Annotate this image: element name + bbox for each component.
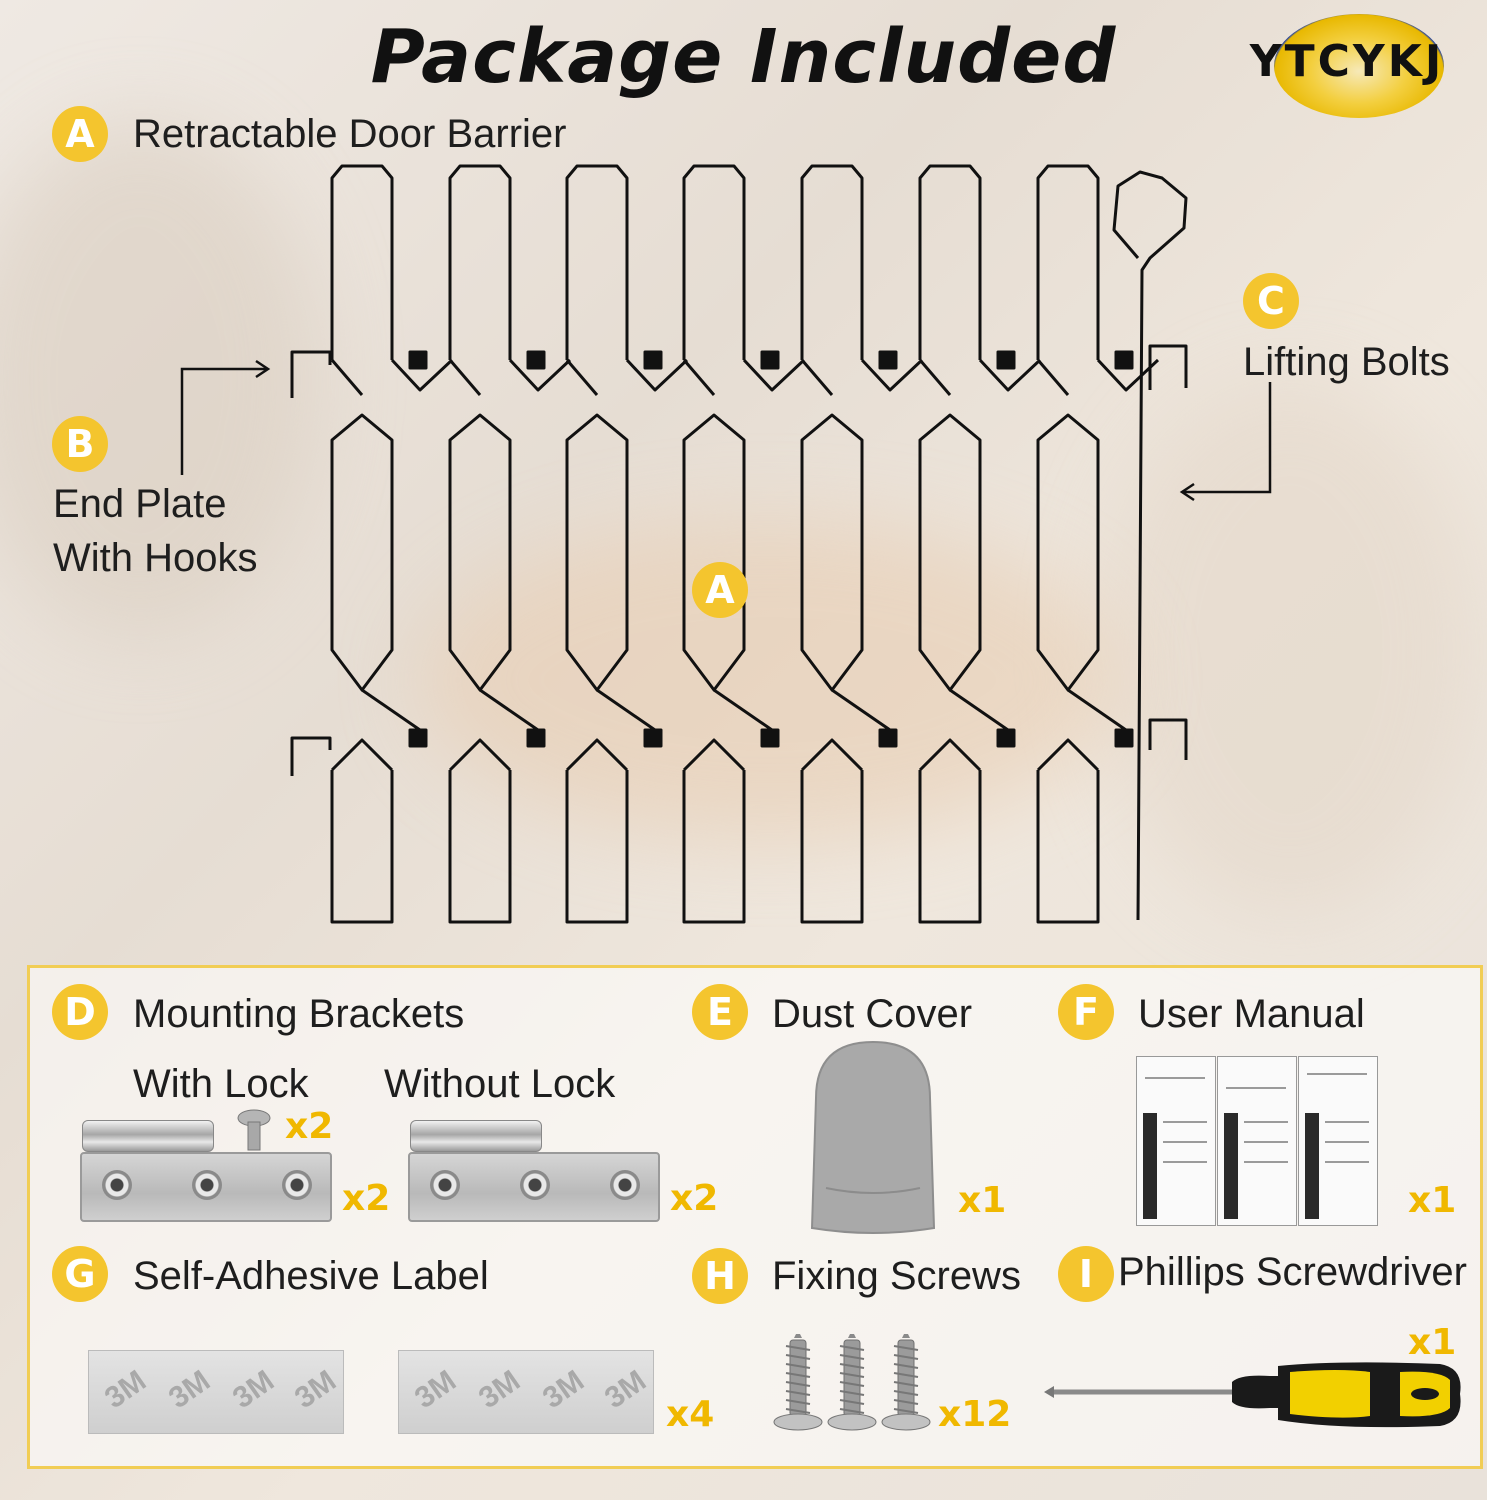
- badge-a-on-barrier: A: [692, 562, 748, 618]
- item-g-label: Self-Adhesive Label: [133, 1254, 489, 1298]
- badge-f: F: [1058, 984, 1114, 1040]
- lock-knob-icon: [237, 1109, 271, 1151]
- without-lock-qty: x2: [670, 1178, 719, 1219]
- item-c-label: Lifting Bolts: [1243, 340, 1450, 384]
- knob-qty: x2: [285, 1106, 334, 1147]
- badge-d: D: [52, 984, 108, 1040]
- background-blur: [420, 520, 1120, 840]
- badge-c: C: [1243, 273, 1299, 329]
- item-f-label: User Manual: [1138, 992, 1365, 1036]
- badge-e: E: [692, 984, 748, 1040]
- badge-i: I: [1058, 1246, 1114, 1302]
- background-blur: [1100, 380, 1480, 920]
- item-b-label-line1: End Plate: [53, 482, 227, 526]
- badge-b: B: [52, 416, 108, 472]
- badge-g: G: [52, 1246, 108, 1302]
- brand-logo: YTCYKJ: [1212, 10, 1482, 120]
- page-title: Package Included: [370, 14, 1117, 100]
- user-manual-qty: x1: [1408, 1180, 1457, 1221]
- brand-name: YTCYKJ: [1249, 36, 1445, 87]
- dust-cover-image: [810, 1040, 936, 1234]
- screws-image: [773, 1334, 931, 1431]
- item-i-label: Phillips Screwdriver: [1118, 1250, 1467, 1294]
- with-lock-label: With Lock: [133, 1062, 309, 1106]
- without-lock-label: Without Lock: [384, 1062, 616, 1106]
- dust-cover-qty: x1: [958, 1180, 1007, 1221]
- item-e-label: Dust Cover: [772, 992, 973, 1036]
- item-a-label: Retractable Door Barrier: [133, 112, 567, 156]
- adhesive-label-qty: x4: [666, 1394, 715, 1435]
- screwdriver-image: [1044, 1362, 1461, 1428]
- badge-h: H: [692, 1248, 748, 1304]
- badge-a: A: [52, 106, 108, 162]
- item-b-label-line2: With Hooks: [53, 536, 258, 580]
- screws-qty: x12: [938, 1394, 1012, 1435]
- item-d-label: Mounting Brackets: [133, 992, 465, 1036]
- screwdriver-qty: x1: [1408, 1322, 1457, 1363]
- item-h-label: Fixing Screws: [772, 1254, 1021, 1298]
- background-blur: [0, 120, 320, 640]
- with-lock-qty: x2: [342, 1178, 391, 1219]
- logo-emblem: [1274, 14, 1444, 118]
